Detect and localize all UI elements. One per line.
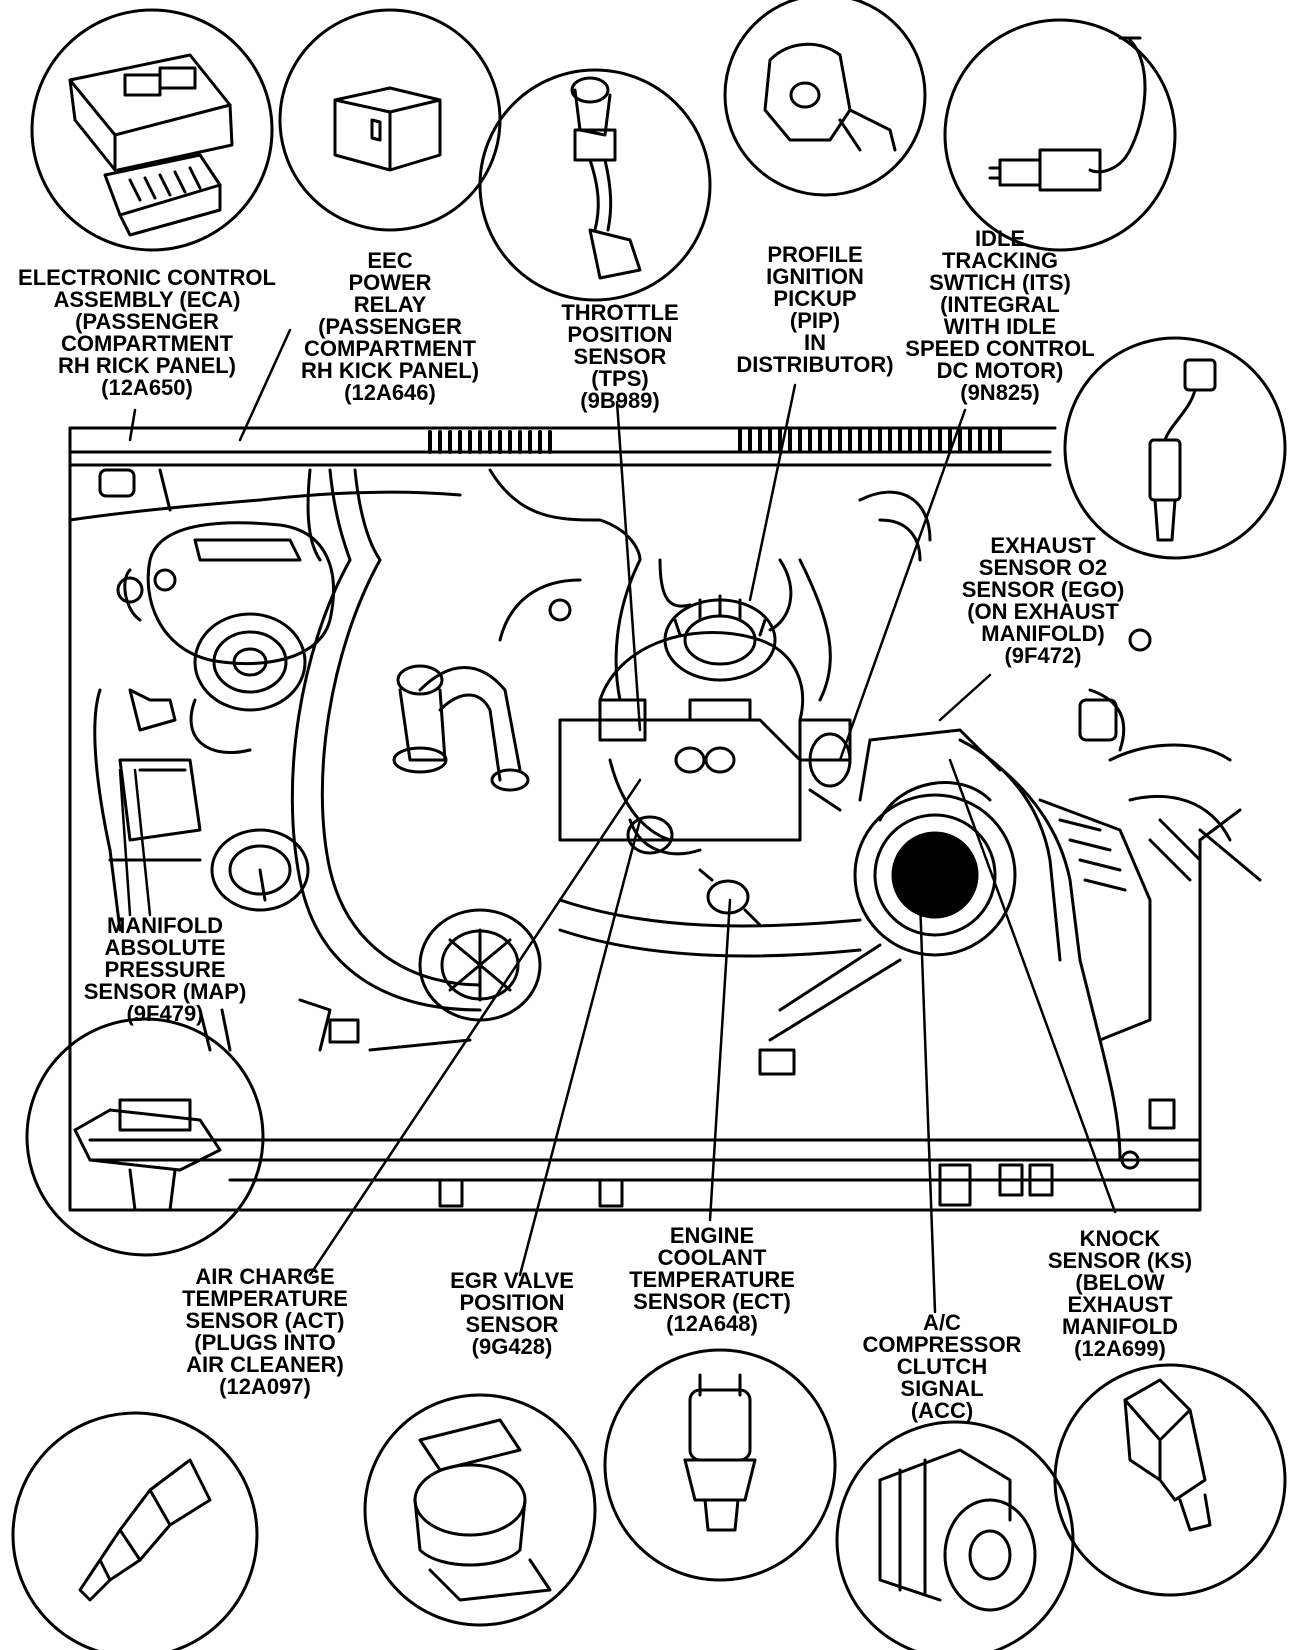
- tps-label: THROTTLE POSITION SENSOR (TPS) (9B989): [561, 302, 678, 412]
- ego-label-line: (9F472): [1004, 643, 1082, 668]
- leader-lines: [118, 328, 1117, 1314]
- engine-bay: [68, 426, 1262, 1212]
- act-label-line: TEMPERATURE: [182, 1286, 348, 1311]
- its-label-line: (INTEGRAL: [940, 292, 1060, 317]
- eec-relay-label-line: COMPARTMENT: [304, 336, 476, 361]
- its-label-line: SWTICH (ITS): [929, 270, 1071, 295]
- eec-relay-label-line: RELAY: [353, 292, 427, 317]
- egr-label-line: SENSOR: [465, 1312, 559, 1337]
- ect-label: ENGINE COOLANT TEMPERATURE SENSOR (ECT) …: [629, 1225, 795, 1335]
- tps-label-line: SENSOR: [573, 344, 667, 369]
- ks-label-line: (BELOW: [1075, 1270, 1165, 1295]
- map-label-line: PRESSURE: [104, 957, 226, 982]
- eca-label: ELECTRONIC CONTROL ASSEMBLY (ECA) (PASSE…: [18, 267, 276, 399]
- ks-label-line: KNOCK: [1079, 1226, 1161, 1251]
- tps-label-line: (9B989): [580, 388, 660, 413]
- ect-label-line: COOLANT: [657, 1245, 767, 1270]
- acc-label-line: SIGNAL: [900, 1376, 984, 1401]
- ect-label-line: SENSOR (ECT): [633, 1289, 791, 1314]
- map-label-line: SENSOR (MAP): [83, 979, 247, 1004]
- its-label-line: TRACKING: [941, 248, 1059, 273]
- its-label-line: SPEED CONTROL: [905, 336, 1095, 361]
- ks-label-line: (12A699): [1074, 1336, 1166, 1361]
- tps-label-line: POSITION: [567, 322, 673, 347]
- ect-inset-circle: [603, 1348, 837, 1582]
- ks-inset-circle: [1053, 1363, 1287, 1597]
- egr-label-line: EGR VALVE: [450, 1268, 574, 1293]
- eec-relay-label-line: (12A646): [344, 380, 436, 405]
- eec-relay-label-line: EEC: [367, 248, 413, 273]
- acc-label-line: CLUTCH: [896, 1354, 988, 1379]
- ego-label-line: EXHAUST: [990, 533, 1096, 558]
- map-label: MANIFOLD ABSOLUTE PRESSURE SENSOR (MAP) …: [84, 915, 247, 1025]
- egr-label: EGR VALVE POSITION SENSOR (9G428): [450, 1270, 574, 1358]
- egr-label-line: POSITION: [459, 1290, 565, 1315]
- ego-inset-circle: [1063, 336, 1287, 560]
- its-inset-circle: [943, 18, 1177, 252]
- ks-label: KNOCK SENSOR (KS) (BELOW EXHAUST MANIFOL…: [1048, 1228, 1192, 1360]
- act-label-line: (12A097): [219, 1374, 311, 1399]
- ect-label-line: (12A648): [666, 1311, 758, 1336]
- egr-label-line: (9G428): [471, 1334, 553, 1359]
- egr-inset-circle: [363, 1393, 597, 1627]
- eec-relay-inset-circle: [278, 8, 502, 232]
- pip-label-line: (PIP): [789, 308, 841, 333]
- eec-relay-label: EEC POWER RELAY (PASSENGER COMPARTMENT R…: [301, 250, 479, 404]
- ego-label-line: SENSOR O2: [978, 555, 1108, 580]
- tps-inset-circle: [478, 68, 712, 302]
- ego-label-line: MANIFOLD): [981, 621, 1105, 646]
- pip-label: PROFILE IGNITION PICKUP (PIP) IN DISTRIB…: [736, 244, 893, 376]
- pip-label-line: IGNITION: [766, 264, 864, 289]
- acc-label: A/C COMPRESSOR CLUTCH SIGNAL (ACC): [863, 1312, 1022, 1422]
- eec-relay-label-line: RH KICK PANEL): [300, 358, 480, 383]
- its-label-line: WITH IDLE: [943, 314, 1057, 339]
- pip-inset-circle: [723, 0, 927, 197]
- acc-label-line: (ACC): [910, 1398, 974, 1423]
- map-inset-circle: [25, 1017, 265, 1257]
- tps-label-line: (TPS): [591, 366, 649, 391]
- act-label: AIR CHARGE TEMPERATURE SENSOR (ACT) (PLU…: [182, 1266, 348, 1398]
- map-label-line: ABSOLUTE: [104, 935, 226, 960]
- its-label: IDLE TRACKING SWTICH (ITS) (INTEGRAL WIT…: [905, 228, 1094, 404]
- act-label-line: AIR CHARGE: [195, 1264, 335, 1289]
- eec-relay-label-line: POWER: [348, 270, 432, 295]
- eca-label-line: ASSEMBLY (ECA): [53, 287, 241, 312]
- map-label-line: MANIFOLD: [106, 913, 224, 938]
- ego-label-line: SENSOR (EGO): [961, 577, 1125, 602]
- tps-label-line: THROTTLE: [561, 300, 679, 325]
- acc-inset-circle: [835, 1420, 1075, 1650]
- eca-label-line: RH RICK PANEL): [57, 353, 237, 378]
- pip-label-line: PICKUP: [773, 286, 857, 311]
- its-label-line: (9N825): [960, 380, 1040, 405]
- ect-label-line: TEMPERATURE: [629, 1267, 795, 1292]
- act-inset-circle: [11, 1411, 259, 1650]
- pip-label-line: IN: [803, 330, 826, 355]
- act-label-line: (PLUGS INTO: [194, 1330, 336, 1355]
- pip-label-line: PROFILE: [767, 242, 863, 267]
- pip-label-line: DISTRIBUTOR): [736, 352, 894, 377]
- acc-label-line: A/C: [923, 1310, 961, 1335]
- eca-label-line: ELECTRONIC CONTROL: [18, 265, 276, 290]
- ks-label-line: EXHAUST: [1067, 1292, 1173, 1317]
- ks-label-line: SENSOR (KS): [1047, 1248, 1193, 1273]
- ego-label-line: (ON EXHAUST: [967, 599, 1119, 624]
- eca-inset-circle: [30, 8, 274, 252]
- ect-label-line: ENGINE: [669, 1223, 755, 1248]
- its-label-line: IDLE: [974, 226, 1026, 251]
- its-label-line: DC MOTOR): [936, 358, 1064, 383]
- act-label-line: AIR CLEANER): [186, 1352, 344, 1377]
- act-label-line: SENSOR (ACT): [185, 1308, 345, 1333]
- ego-label: EXHAUST SENSOR O2 SENSOR (EGO) (ON EXHAU…: [962, 535, 1125, 667]
- eca-label-line: (PASSENGER: [75, 309, 219, 334]
- ks-label-line: MANIFOLD: [1061, 1314, 1179, 1339]
- acc-label-line: COMPRESSOR: [862, 1332, 1022, 1357]
- eca-label-line: COMPARTMENT: [61, 331, 233, 356]
- eca-label-line: (12A650): [101, 375, 193, 400]
- eec-relay-label-line: (PASSENGER: [318, 314, 462, 339]
- map-label-line: (9F479): [126, 1001, 204, 1026]
